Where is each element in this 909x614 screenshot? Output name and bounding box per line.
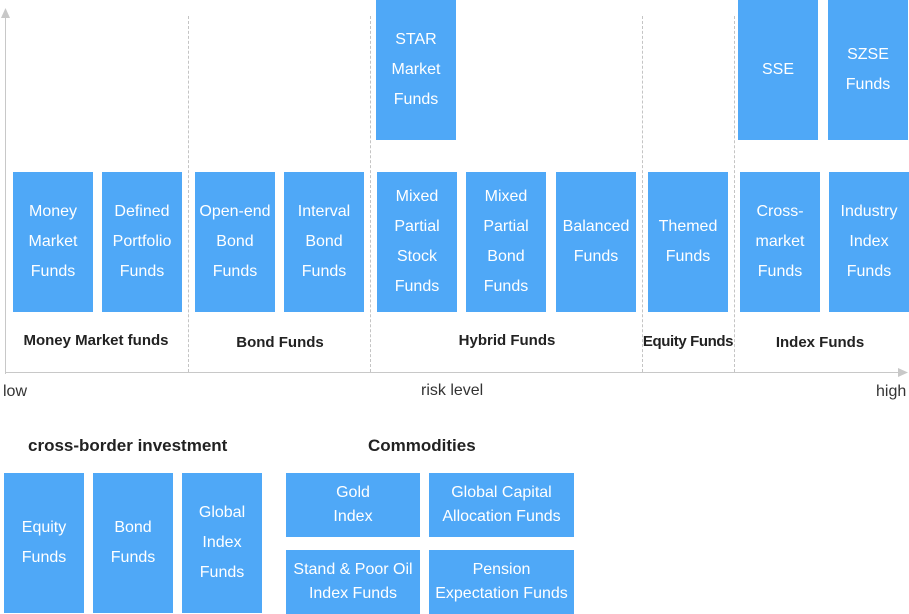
global-index-funds-box: Global Index Funds bbox=[182, 473, 262, 613]
category-equity: Equity Funds bbox=[642, 333, 734, 350]
money-market-funds-box: Money Market Funds bbox=[13, 172, 93, 312]
industry-index-funds-box: Industry Index Funds bbox=[829, 172, 909, 312]
themed-funds-box: Themed Funds bbox=[648, 172, 728, 312]
axis-label-low: low bbox=[3, 383, 28, 400]
defined-portfolio-funds-box: Defined Portfolio Funds bbox=[102, 172, 182, 312]
szse-funds-box: SZSE Funds bbox=[828, 0, 908, 140]
y-axis-line bbox=[5, 14, 6, 374]
divider-bond-hybrid bbox=[370, 16, 371, 372]
axis-label-high: high bbox=[876, 383, 907, 400]
global-capital-allocation-funds-box: Global Capital Allocation Funds bbox=[429, 473, 574, 537]
divider-hybrid-equity bbox=[642, 16, 643, 372]
y-axis-arrow-icon bbox=[1, 8, 10, 18]
divider-money-bond bbox=[188, 16, 189, 372]
open-end-bond-funds-box: Open-end Bond Funds bbox=[195, 172, 275, 312]
mixed-partial-stock-funds-box: Mixed Partial Stock Funds bbox=[377, 172, 457, 312]
category-money-market: Money Market funds bbox=[23, 332, 169, 349]
interval-bond-funds-box: Interval Bond Funds bbox=[284, 172, 364, 312]
divider-equity-index bbox=[734, 16, 735, 372]
balanced-funds-box: Balanced Funds bbox=[556, 172, 636, 312]
star-market-funds-box: STAR Market Funds bbox=[376, 0, 456, 140]
x-axis-line bbox=[5, 372, 900, 373]
gold-index-box: Gold Index bbox=[286, 473, 420, 537]
cross-market-funds-box: Cross- market Funds bbox=[740, 172, 820, 312]
cross-border-bond-funds-box: Bond Funds bbox=[93, 473, 173, 613]
category-index: Index Funds bbox=[775, 334, 865, 351]
axis-label-risk-level: risk level bbox=[421, 382, 484, 399]
commodities-title: Commodities bbox=[368, 436, 476, 455]
category-bond: Bond Funds bbox=[236, 334, 324, 351]
pension-expectation-funds-box: Pension Expectation Funds bbox=[429, 550, 574, 614]
sp-oil-index-funds-box: Stand & Poor Oil Index Funds bbox=[286, 550, 420, 614]
cross-border-title: cross-border investment bbox=[28, 436, 228, 455]
x-axis-arrow-icon bbox=[898, 368, 908, 377]
mixed-partial-bond-funds-box: Mixed Partial Bond Funds bbox=[466, 172, 546, 312]
cross-border-equity-funds-box: Equity Funds bbox=[4, 473, 84, 613]
sse-box: SSE bbox=[738, 0, 818, 140]
category-hybrid: Hybrid Funds bbox=[458, 332, 556, 349]
